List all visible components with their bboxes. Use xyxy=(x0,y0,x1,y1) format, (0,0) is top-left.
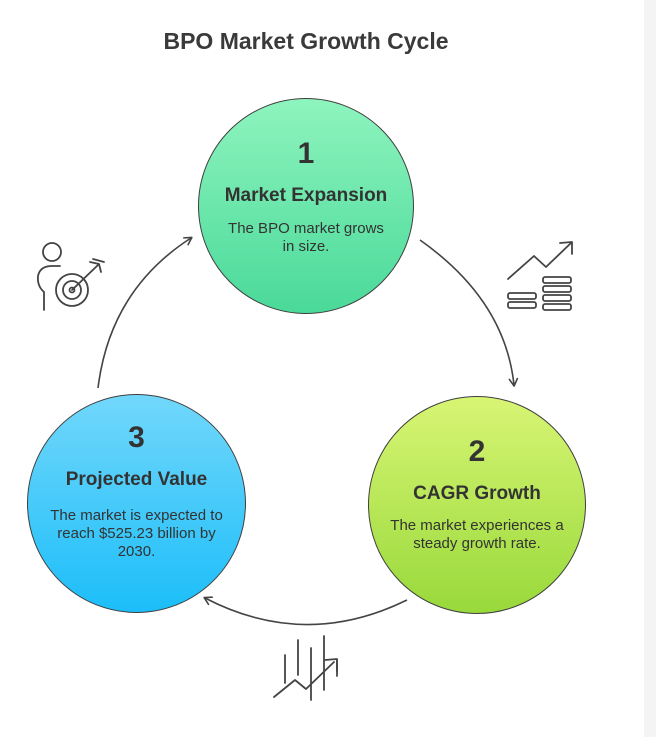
stage-1-circle: 1 Market Expansion The BPO market grows … xyxy=(198,98,414,314)
stage-2-circle: 2 CAGR Growth The market experiences a s… xyxy=(368,396,586,614)
growth-chart-icon xyxy=(273,635,338,701)
arrow-2-to-3 xyxy=(203,596,408,626)
page-edge xyxy=(644,0,656,737)
rising-coins-icon xyxy=(507,241,573,311)
stage-2-description: The market experiences a steady growth r… xyxy=(390,517,564,552)
stage-2-heading: CAGR Growth xyxy=(413,483,541,504)
target-person-icon xyxy=(36,242,105,311)
diagram-title: BPO Market Growth Cycle xyxy=(163,28,449,54)
stage-1-description: The BPO market grows in size. xyxy=(228,220,384,255)
stage-3-heading: Projected Value xyxy=(65,469,208,490)
stage-2-number: 2 xyxy=(468,435,486,468)
stage-3-description: The market is expected to reach $525.23 … xyxy=(50,507,223,560)
stage-3-circle: 3 Projected Value The market is expected… xyxy=(27,394,246,613)
arrow-3-to-1 xyxy=(97,236,193,389)
stage-1-number: 1 xyxy=(297,137,315,170)
stage-1-heading: Market Expansion xyxy=(224,185,388,206)
stage-3-number: 3 xyxy=(128,421,145,454)
arrow-1-to-2 xyxy=(419,239,519,387)
